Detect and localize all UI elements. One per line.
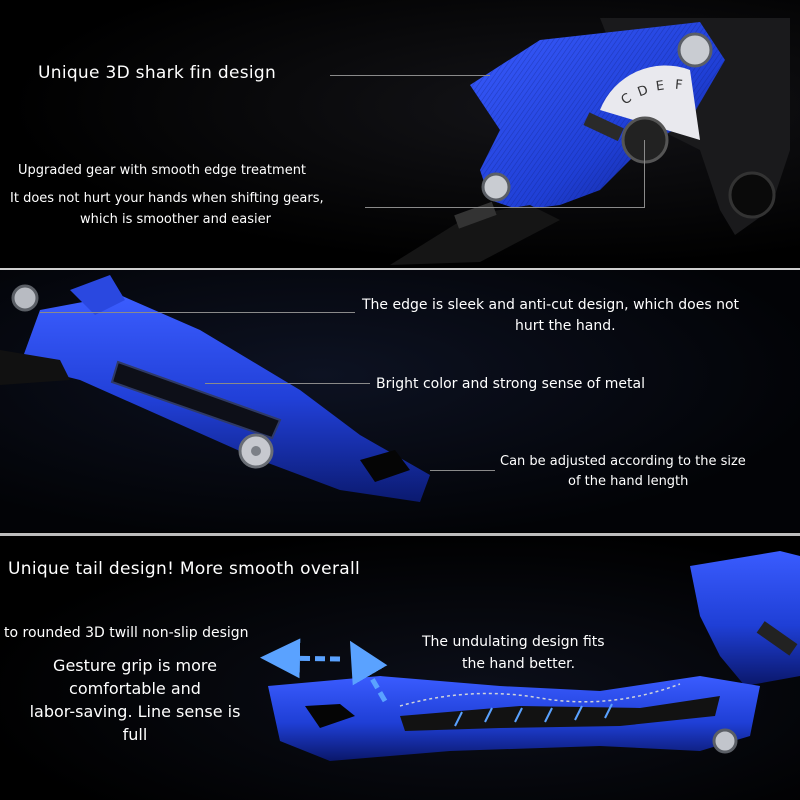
- metal-description: Bright color and strong sense of metal: [376, 376, 645, 392]
- panel-tail-design: Unique tail design! More smooth overall …: [0, 536, 800, 800]
- section-divider: [0, 533, 800, 536]
- gear-description: It does not hurt your hands when shiftin…: [10, 191, 324, 206]
- grip-line: Gesture grip is more: [53, 656, 217, 675]
- edge-description: The edge is sleek and anti-cut design, w…: [362, 297, 740, 313]
- callout-line: [365, 207, 645, 208]
- callout-line: [40, 312, 355, 313]
- callout-line: [644, 140, 645, 208]
- panel-shark-fin: C D E F Unique 3D shark fin design Upgra…: [0, 0, 800, 268]
- grip-line: comfortable and: [69, 679, 201, 698]
- adjust-description: Can be adjusted according to the size: [500, 454, 746, 469]
- undulating-description: the hand better.: [462, 656, 576, 672]
- grip-line: full: [122, 725, 148, 744]
- callout-line: [205, 383, 370, 384]
- grip-line: labor-saving. Line sense is: [29, 702, 241, 721]
- lever-tail-illustration: [260, 551, 800, 761]
- edge-description: hurt the hand.: [515, 318, 616, 334]
- undulating-description: The undulating design fits: [422, 634, 605, 650]
- gear-description: which is smoother and easier: [80, 212, 271, 227]
- callout-line: [330, 75, 490, 76]
- callout-line: [430, 470, 495, 471]
- section-divider: [0, 268, 800, 270]
- lever-blade-illustration: [0, 275, 430, 502]
- shark-fin-lever-illustration: [390, 18, 790, 265]
- dial-letter: F: [674, 77, 684, 94]
- grip-description: Gesture grip is more comfortable and lab…: [10, 654, 260, 746]
- panel-edge-design: The edge is sleek and anti-cut design, w…: [0, 270, 800, 532]
- tail-heading: Unique tail design! More smooth overall: [8, 559, 360, 579]
- twill-description: to rounded 3D twill non-slip design: [4, 625, 249, 641]
- gear-title: Upgraded gear with smooth edge treatment: [18, 163, 307, 178]
- adjust-description: of the hand length: [568, 474, 689, 489]
- shark-fin-heading: Unique 3D shark fin design: [38, 63, 277, 83]
